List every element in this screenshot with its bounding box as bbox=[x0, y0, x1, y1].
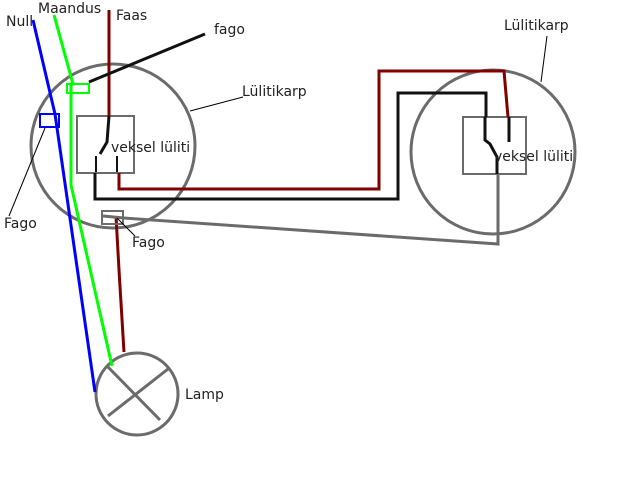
label-lamp: Lamp bbox=[185, 387, 224, 403]
label-fago-bottom: Fago bbox=[132, 235, 165, 251]
right-switch-box bbox=[462, 116, 527, 175]
lamp-circle bbox=[94, 351, 180, 437]
leader-lulitikarp-left bbox=[189, 96, 244, 112]
label-switch-right: veksel lüliti bbox=[494, 149, 573, 165]
label-maandus: Maandus bbox=[38, 1, 101, 17]
left-switch-box bbox=[76, 115, 135, 174]
label-null: Null bbox=[6, 14, 33, 30]
null-wire bbox=[31, 19, 97, 393]
switch-return-wire bbox=[102, 174, 500, 246]
earth-connector bbox=[66, 83, 90, 94]
lamp-cross-a bbox=[106, 365, 162, 422]
label-faas: Faas bbox=[116, 8, 147, 24]
label-fago-left: Fago bbox=[4, 216, 37, 232]
phase-wire-lamp bbox=[114, 215, 126, 353]
leader-fago-left bbox=[8, 127, 46, 217]
phase-wire-link bbox=[117, 69, 510, 191]
gray-connector bbox=[101, 210, 124, 225]
fago-top-wire bbox=[88, 32, 206, 84]
null-connector bbox=[39, 113, 60, 128]
right-switch-lever bbox=[483, 117, 499, 174]
left-switch-lever bbox=[98, 115, 111, 155]
lamp-cross-b bbox=[107, 367, 169, 418]
traveler-wire bbox=[93, 91, 488, 201]
leader-fago-bottom bbox=[116, 217, 136, 237]
label-lulitikarp-right: Lülitikarp bbox=[504, 18, 569, 34]
label-fago-top: fago bbox=[214, 22, 245, 38]
leader-lulitikarp-right bbox=[540, 35, 548, 83]
left-junction-box bbox=[29, 62, 197, 230]
label-switch-left: veksel lüliti bbox=[111, 140, 190, 156]
label-lulitikarp-left: Lülitikarp bbox=[242, 84, 307, 100]
